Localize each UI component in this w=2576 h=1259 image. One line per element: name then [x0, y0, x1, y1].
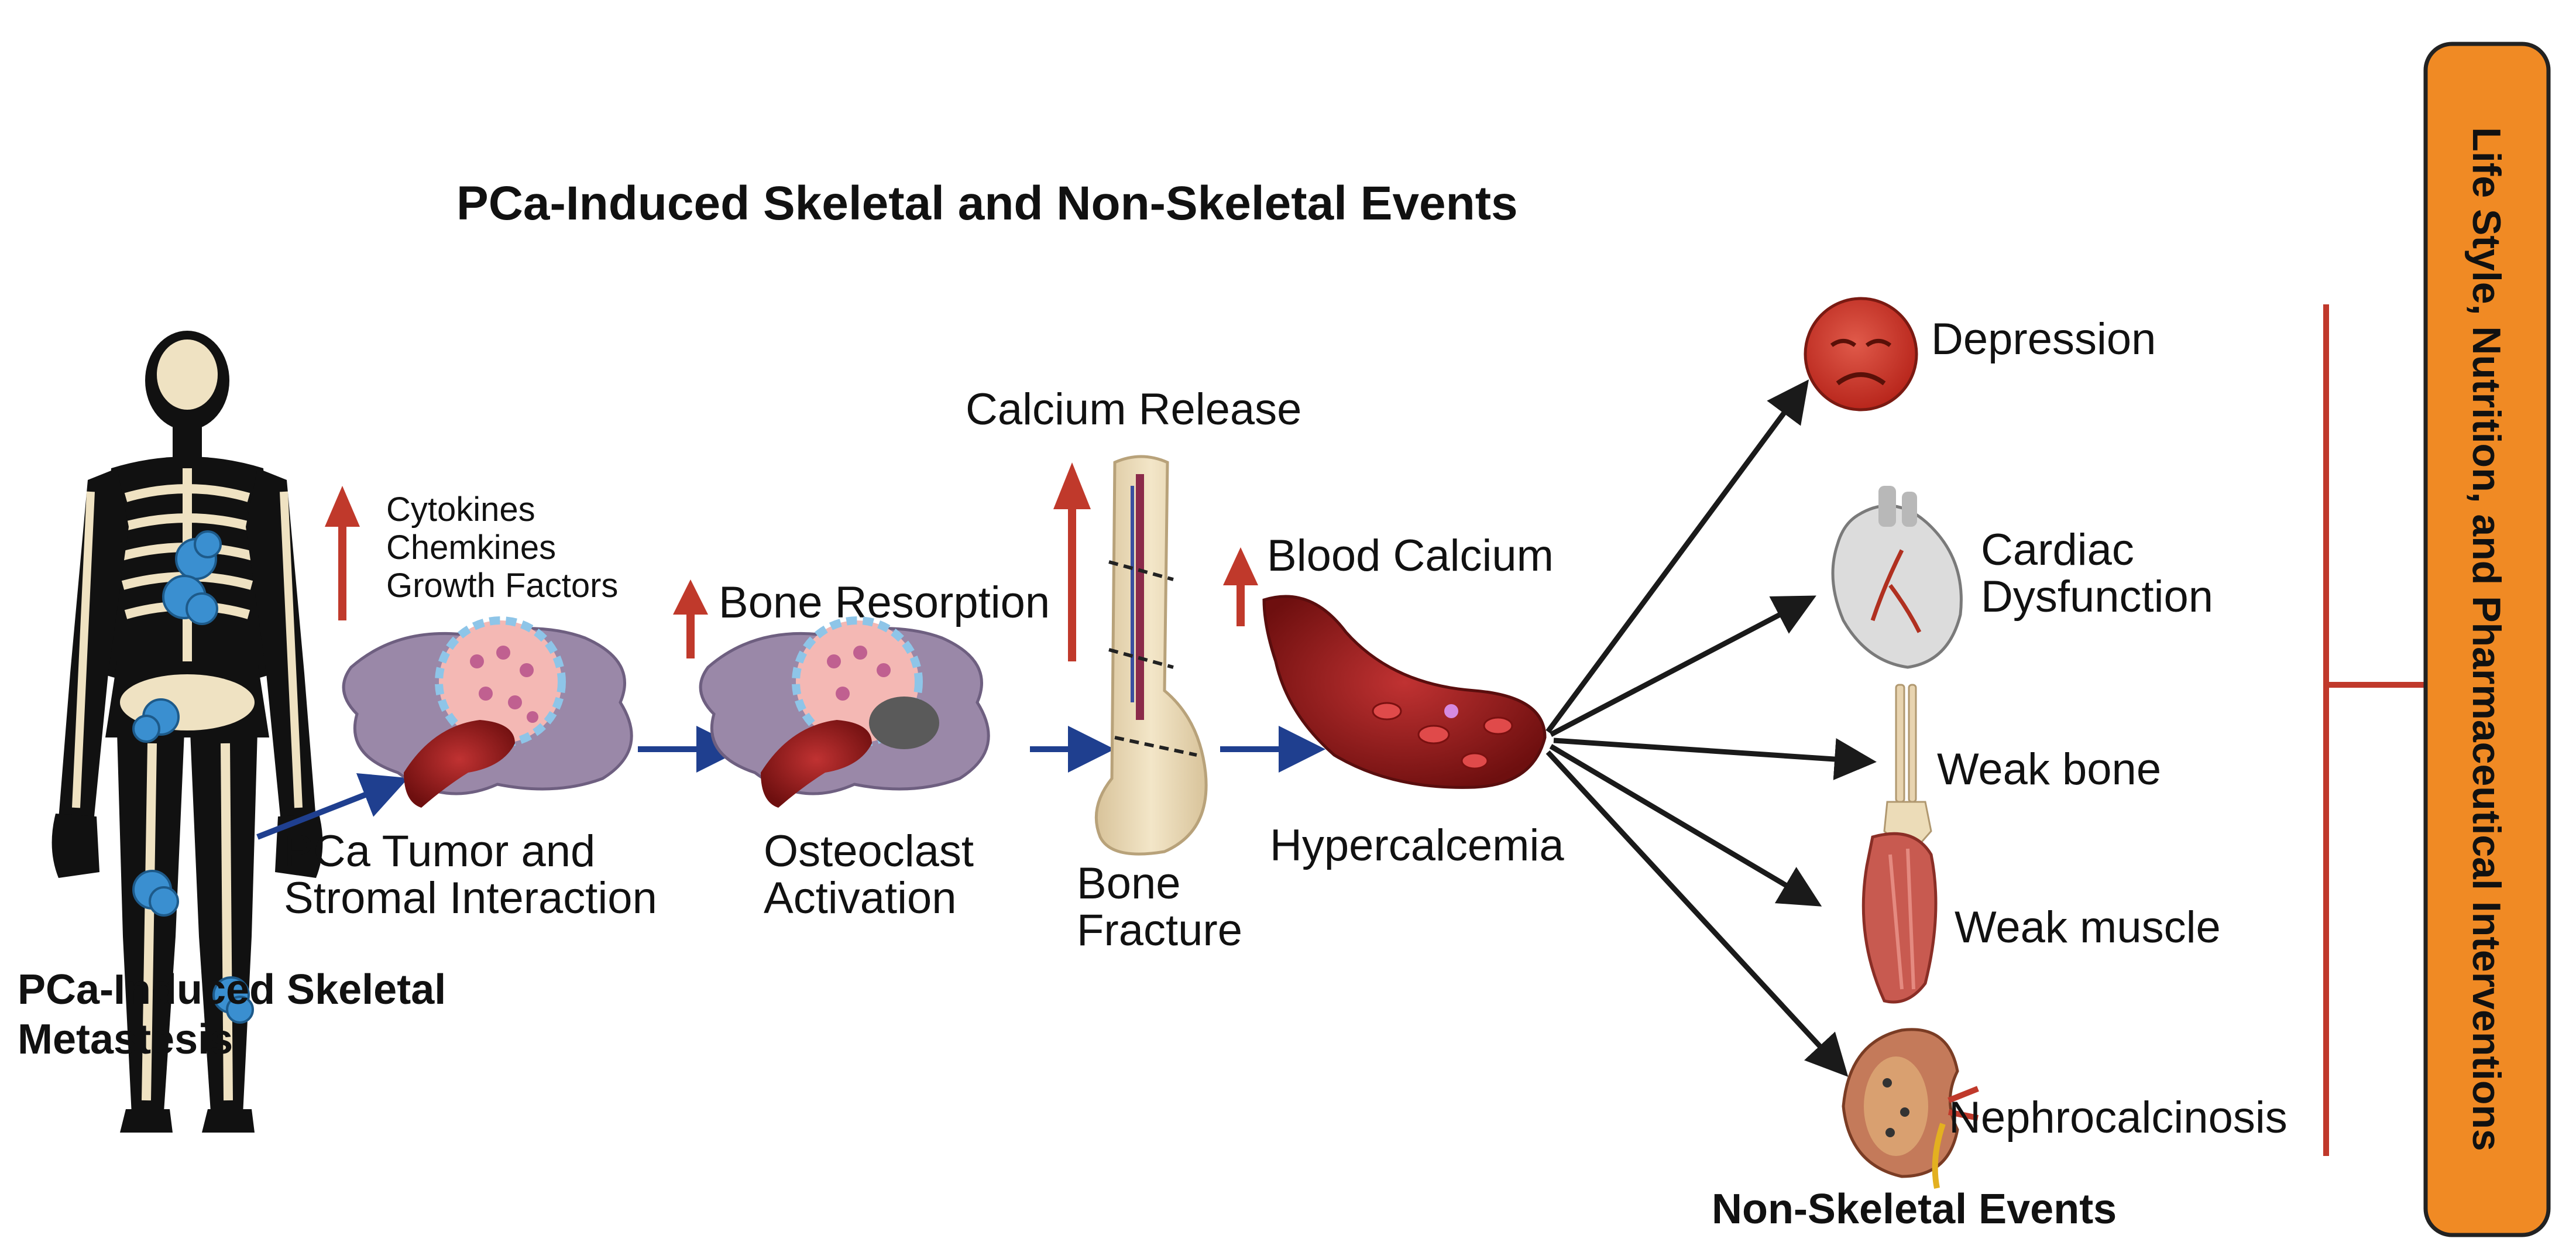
calcium-release-label: Calcium Release: [966, 385, 1301, 434]
flow-arrow-1: [256, 773, 408, 840]
skeleton-caption-line1: PCa-Induced Skeletal: [18, 966, 446, 1013]
heart-icon: [1831, 486, 1963, 669]
outcomes-bracket: [2323, 304, 2429, 1156]
osteoclast-illustration: [699, 616, 990, 808]
tumor-stroma-illustration: [342, 616, 633, 808]
diagram-title: PCa-Induced Skeletal and Non-Skeletal Ev…: [456, 177, 1518, 230]
growth-factors-label: Growth Factors: [386, 567, 618, 605]
chemokines-label: Chemkines: [386, 529, 556, 567]
sad-face-icon: [1804, 297, 1918, 411]
femur-fracture-icon: [1094, 455, 1208, 856]
muscle-icon: [1861, 832, 1938, 1004]
cardiac-label-line2: Dysfunction: [1981, 572, 2213, 622]
skeleton-caption-line2: Metastesis: [18, 1016, 233, 1063]
tumor-caption-line2: Stromal Interaction: [284, 873, 657, 923]
nephrocalcinosis-label: Nephrocalcinosis: [1949, 1093, 2288, 1143]
fracture-caption-line2: Fracture: [1077, 905, 1242, 955]
arrow-to-cardiac: [1549, 595, 1816, 737]
upregulation-arrow-2: [673, 579, 708, 658]
outcome-arrows: [1545, 379, 1877, 1077]
osteoclast-caption-line1: Osteoclast: [764, 826, 974, 876]
arrow-to-depression: [1545, 379, 1809, 733]
arm-bone-icon: [1883, 684, 1932, 856]
human-skeleton-icon: [51, 331, 323, 1133]
upregulation-arrow-1: [325, 486, 360, 620]
non-skeletal-events-caption: Non-Skeletal Events: [1712, 1186, 2117, 1233]
kidney-icon: [1842, 1028, 1979, 1189]
hypercalcemia-caption: Hypercalcemia: [1270, 821, 1564, 870]
weak-muscle-label: Weak muscle: [1955, 903, 2221, 952]
tumor-caption-line1: PCa Tumor and: [284, 826, 595, 876]
interventions-label: Life Style, Nutrition, and Pharmaceutica…: [2464, 127, 2509, 1151]
interventions-box: Life Style, Nutrition, and Pharmaceutica…: [2423, 42, 2551, 1237]
weak-bone-label: Weak bone: [1937, 745, 2161, 794]
depression-label: Depression: [1931, 314, 2156, 364]
bone-resorption-label: Bone Resorption: [719, 578, 1050, 627]
arrow-to-weak-bone: [1553, 737, 1877, 780]
blood-calcium-label: Blood Calcium: [1267, 531, 1554, 581]
fracture-caption-line1: Bone: [1077, 859, 1181, 908]
cardiac-label-line1: Cardiac: [1981, 525, 2134, 575]
blood-vessel-icon: [1262, 595, 1547, 789]
arrow-to-nephrocalcinosis: [1545, 750, 1849, 1077]
cytokines-label: Cytokines: [386, 490, 535, 529]
osteoclast-caption-line2: Activation: [764, 873, 957, 923]
arrow-to-weak-muscle: [1549, 744, 1822, 907]
upregulation-arrow-4: [1223, 547, 1258, 626]
upregulation-arrow-3: [1053, 462, 1091, 661]
